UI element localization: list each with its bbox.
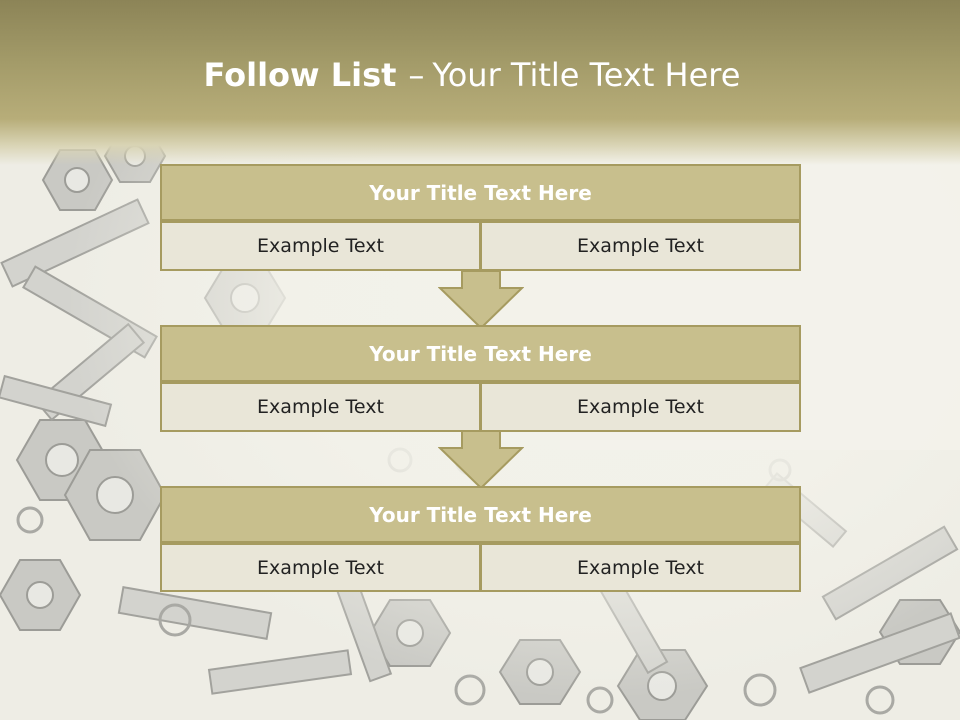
flow-step-left-text[interactable]: Example Text [162,384,479,430]
flow-step-1: Your Title Text Here Example Text Exampl… [160,164,801,271]
title-band [0,0,960,165]
slide-title: Follow List–Your Title Text Here [0,52,944,98]
flow-step-left-text[interactable]: Example Text [162,223,479,269]
flow-step-left-text[interactable]: Example Text [162,545,479,590]
down-arrow-icon [438,270,524,330]
flow-step-right-text[interactable]: Example Text [482,223,799,269]
flow-step-title[interactable]: Your Title Text Here [162,488,799,543]
slide-title-bold: Follow List [203,56,397,94]
slide-title-rest: Your Title Text Here [432,56,741,94]
flow-step-title[interactable]: Your Title Text Here [162,166,799,221]
slide-title-separator: – [408,56,425,94]
flow-step-title[interactable]: Your Title Text Here [162,327,799,382]
flow-step-2: Your Title Text Here Example Text Exampl… [160,325,801,432]
down-arrow-icon [438,430,524,490]
flow-step-right-text[interactable]: Example Text [482,545,799,590]
flow-step-right-text[interactable]: Example Text [482,384,799,430]
flow-step-3: Your Title Text Here Example Text Exampl… [160,486,801,592]
